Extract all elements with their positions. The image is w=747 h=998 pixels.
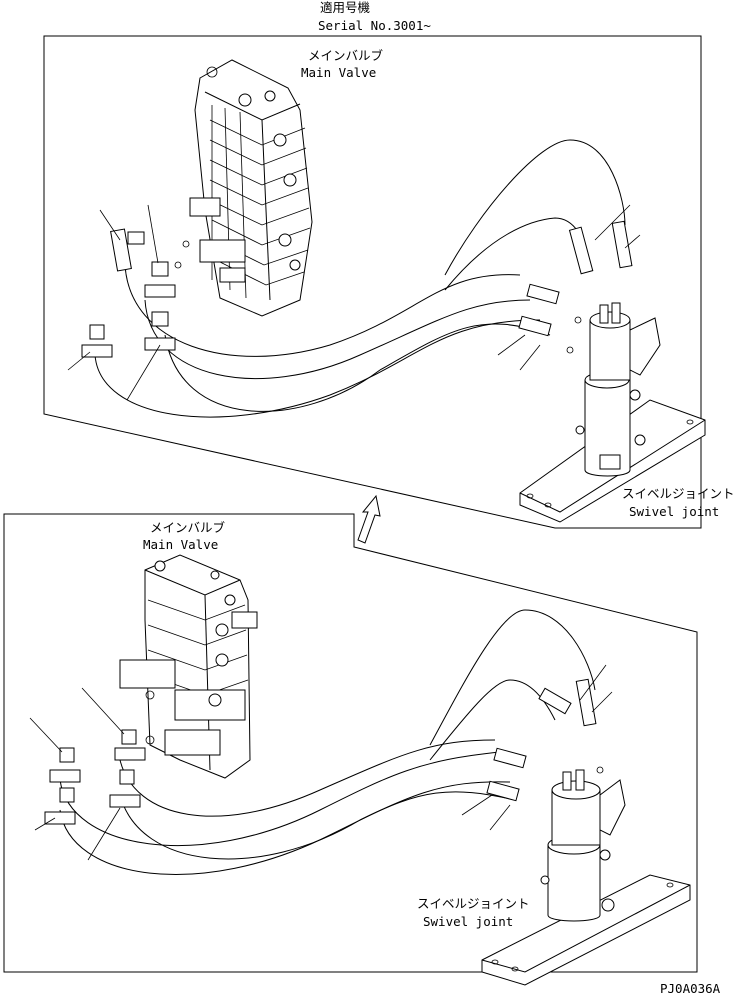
upper-swivel-joint [519,302,706,523]
upper-main-valve-jp: メインバルブ [308,48,384,63]
lower-main-valve [119,554,258,779]
upper-main-valve-en: Main Valve [301,65,376,80]
header-applicable-models: 適用号機 [320,0,371,15]
upper-panel: メインバルブ Main Valve [43,35,735,529]
lower-leader-lines [29,664,613,861]
upper-main-valve [189,59,313,317]
lower-hoses [59,609,596,876]
upper-leader-lines [67,204,641,401]
lower-main-valve-jp: メインバルブ [150,520,226,535]
upper-swivel-joint-en: Swivel joint [629,504,719,519]
upper-fittings [81,220,633,358]
upper-panel-frame [43,35,702,529]
drawing-code: PJ0A036A [660,981,721,996]
header-serial: Serial No.3001~ [318,18,431,33]
lower-panel: メインバルブ Main Valve [3,513,698,986]
upper-hoses [94,139,626,418]
lower-panel-frame [3,513,698,973]
upper-swivel-joint-jp: スイベルジョイント [622,486,735,501]
lower-swivel-joint-en: Swivel joint [423,914,513,929]
transition-arrow-icon [357,494,381,544]
lower-swivel-joint [481,769,691,986]
lower-swivel-joint-jp: スイベルジョイント [417,896,530,911]
lower-main-valve-en: Main Valve [143,537,218,552]
lower-fittings [44,678,604,825]
